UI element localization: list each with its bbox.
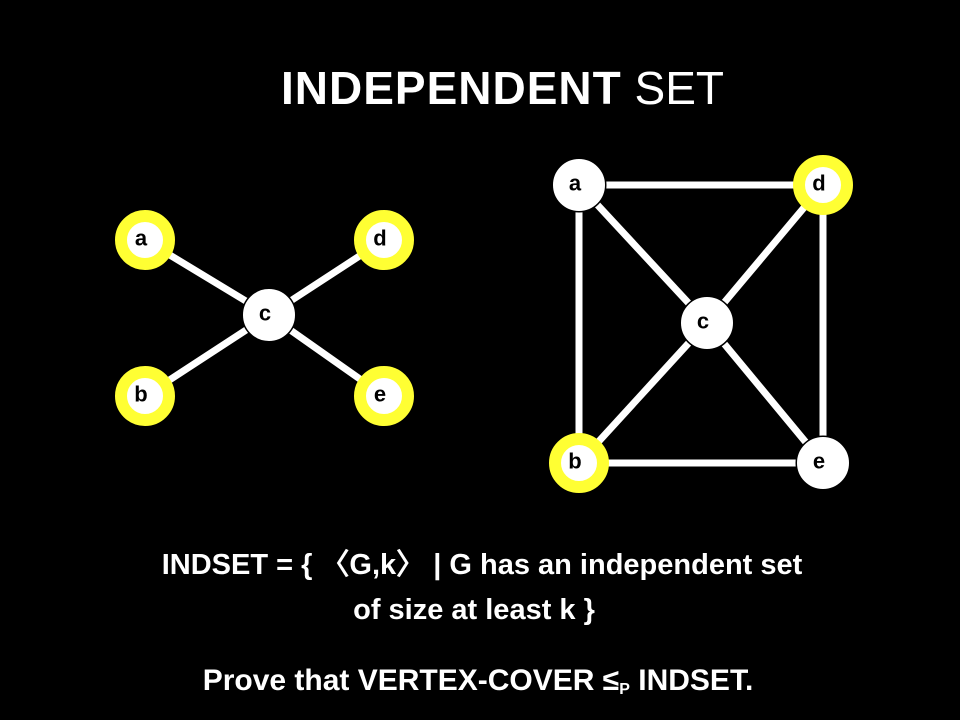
graph-star-node-d: d [354, 210, 414, 270]
title-regular: SET [634, 62, 724, 114]
graph-star-node-a-label: a [135, 226, 148, 251]
graph-square-nodes: a d c b e [549, 155, 853, 493]
prove-statement-before: Prove that VERTEX-COVER ≤ [202, 664, 620, 697]
prove-statement-subscript: P [619, 681, 630, 698]
graph-star-node-d-label: d [373, 226, 386, 251]
graph-star: a d c b e [115, 210, 414, 426]
graph-star-node-e-circle [354, 366, 414, 426]
graph-star-node-c-label: c [259, 301, 271, 326]
graph-star-node-a-circle [115, 210, 175, 270]
graph-square-edge-c-b [575, 319, 711, 467]
indset-definition-line2: of size at least k } [353, 594, 595, 626]
graph-star-node-b-label: b [134, 382, 147, 407]
graph-star-nodes: a d c b e [115, 210, 414, 426]
graph-star-node-c-ring [243, 289, 295, 341]
graph-square-node-e-ring [797, 437, 849, 489]
graph-square-edge-c-e [703, 319, 827, 467]
prove-statement: Prove that VERTEX-COVER ≤P INDSET. [0, 661, 958, 710]
indset-definition-line1: INDSET = { 〈G,k〉 | G has an independent … [161, 549, 803, 581]
graph-square-node-c-ring [681, 297, 733, 349]
graph-square-node-e: e [795, 435, 851, 491]
graph-square-node-c: c [679, 295, 735, 351]
graph-square-node-a: a [551, 157, 607, 213]
graph-square-node-d: d [793, 155, 853, 215]
graph-square-node-a-label: a [569, 171, 582, 196]
graph-star-node-d-circle [354, 210, 414, 270]
graph-square-node-b-circle [549, 433, 609, 493]
slide-title: INDEPENDENT SET [0, 58, 960, 118]
graph-square: a d c b e [549, 155, 853, 493]
graph-star-node-c: c [241, 287, 297, 343]
graph-square-node-c-label: c [697, 309, 709, 334]
graph-square-node-d-label: d [812, 171, 825, 196]
graph-square-node-e-label: e [813, 449, 825, 474]
title-bold: INDEPENDENT [281, 62, 622, 114]
graph-star-node-a: a [115, 210, 175, 270]
graph-square-edge-a-c [575, 181, 711, 327]
graph-square-node-d-circle [793, 155, 853, 215]
graph-square-edges [575, 181, 827, 467]
prove-statement-after: INDSET. [629, 664, 754, 697]
graph-star-node-b: b [115, 366, 175, 426]
graph-star-node-e-label: e [374, 382, 386, 407]
graph-star-node-b-circle [115, 366, 175, 426]
graph-star-node-e: e [354, 366, 414, 426]
graph-square-node-a-ring [553, 159, 605, 211]
graph-square-node-b: b [549, 433, 609, 493]
graph-square-node-b-label: b [568, 449, 581, 474]
graph-square-edge-d-c [703, 181, 827, 327]
